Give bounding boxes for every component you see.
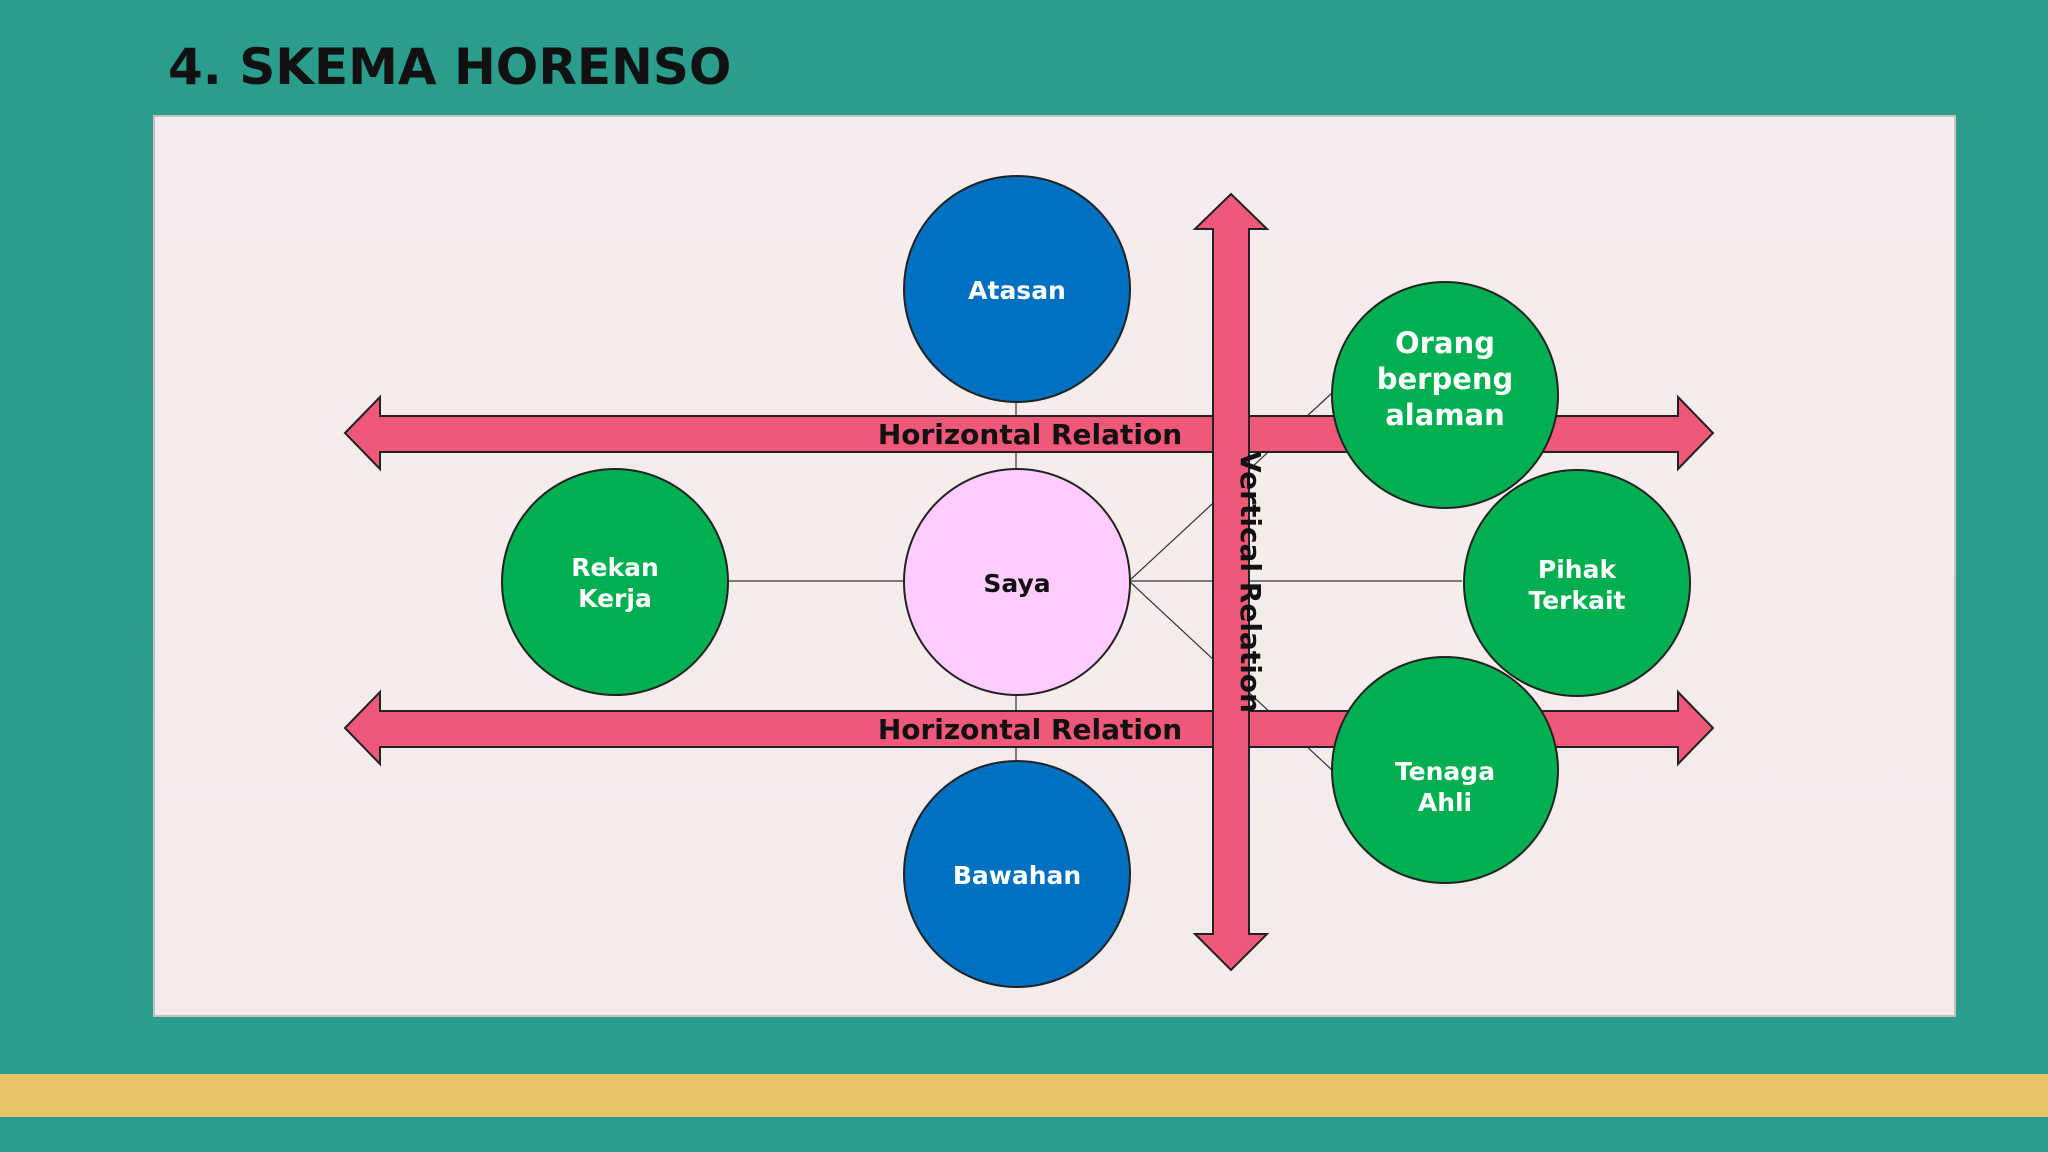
node-bawahan-label: Bawahan — [953, 861, 1081, 890]
page-title: 4. SKEMA HORENSO — [168, 38, 732, 96]
horizontal-relation-label-top: Horizontal Relation — [878, 418, 1182, 451]
accent-band — [0, 1074, 2048, 1117]
node-tenaga-label-line2: Ahli — [1418, 788, 1472, 817]
node-rekan-kerja: Rekan Kerja — [501, 468, 729, 696]
node-bawahan: Bawahan — [903, 760, 1131, 988]
vertical-relation-label: Vertical Relation — [1234, 451, 1267, 713]
node-pihak-label-line1: Pihak — [1538, 555, 1618, 584]
node-atasan: Atasan — [903, 175, 1131, 403]
node-pihak-label-line2: Terkait — [1528, 586, 1625, 615]
horizontal-relation-label-bottom: Horizontal Relation — [878, 713, 1182, 746]
node-tenaga-ahli: Tenaga Ahli — [1331, 656, 1559, 884]
node-rekan-kerja-label-line1: Rekan — [571, 553, 659, 582]
node-pihak-terkait: Pihak Terkait — [1463, 469, 1691, 697]
node-rekan-kerja-label-line2: Kerja — [578, 584, 652, 613]
node-orang-berpengalaman: Orang berpeng alaman — [1331, 281, 1559, 509]
node-orang-label-line1: Orang — [1395, 326, 1495, 360]
node-saya-label: Saya — [983, 569, 1050, 598]
vertical-arrow — [1192, 192, 1270, 972]
node-orang-label-line2: berpeng — [1377, 362, 1514, 396]
node-orang-label-line3: alaman — [1385, 398, 1505, 432]
node-atasan-label: Atasan — [968, 276, 1066, 305]
node-tenaga-label-line1: Tenaga — [1395, 757, 1495, 786]
node-saya: Saya — [903, 468, 1131, 696]
